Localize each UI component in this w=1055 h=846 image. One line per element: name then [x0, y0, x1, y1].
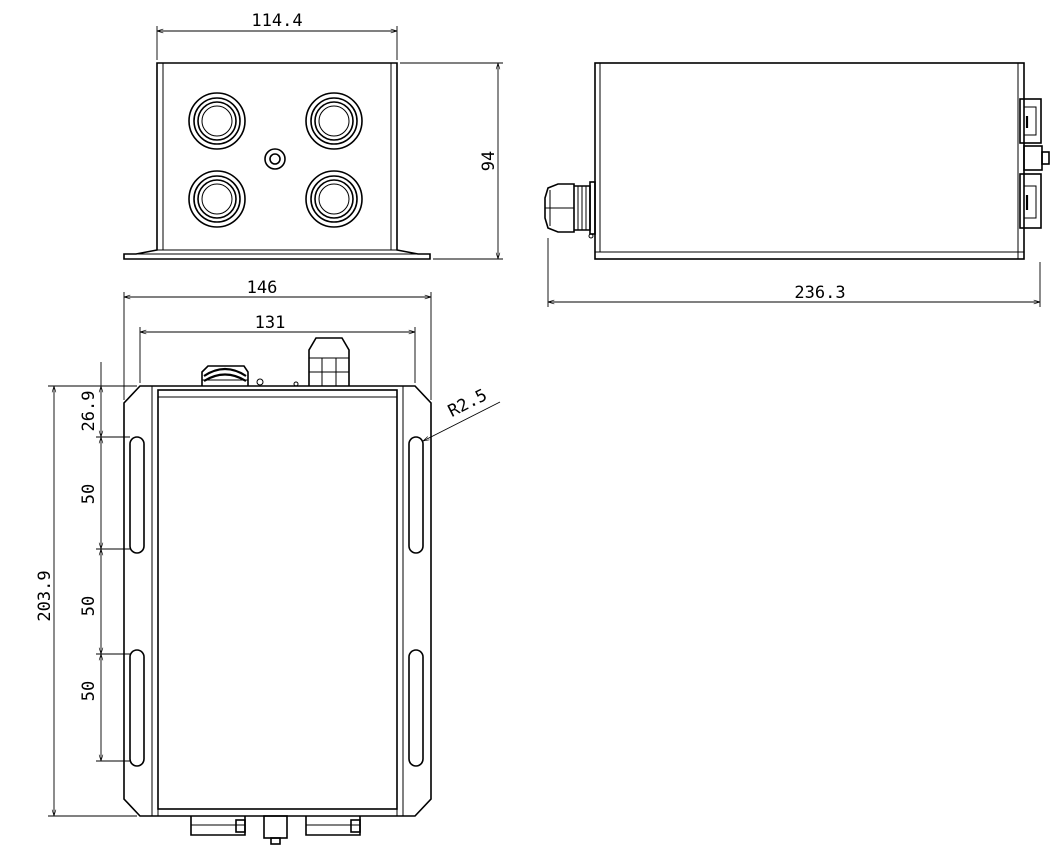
top-connector-plug: [201, 365, 264, 386]
side-body-outline: [594, 62, 1025, 260]
front-bracket-outline: [123, 62, 431, 260]
top-length-dimension: 203.9: [35, 570, 55, 621]
connector-bottom-left: [188, 170, 246, 228]
slot-radius-callout: R2.5: [445, 385, 491, 421]
slot-right-lower: [408, 649, 424, 767]
side-view: 236.3: [544, 62, 1050, 307]
side-length-dimension: 236.3: [794, 283, 845, 303]
slot-offset-dimension: 26.9: [79, 391, 99, 432]
slot-pitch-dimension-2: 50: [79, 596, 99, 616]
top-housing-outline: [157, 389, 398, 810]
top-cable-gland: [293, 337, 350, 387]
slot-left-upper: [129, 436, 145, 554]
side-connector-upper: [1019, 98, 1042, 144]
side-vent-plug: [1023, 145, 1050, 171]
top-view: 146 131 203.9 26.9 50 50 50 R2.5: [35, 278, 501, 845]
top-plate-outline: [123, 385, 432, 817]
slot-pitch-dimension-1: 50: [79, 484, 99, 504]
connector-top-right: [305, 92, 363, 150]
side-cable-gland: [544, 181, 596, 239]
side-connector-lower: [1019, 173, 1042, 229]
bottom-connector-left: [190, 816, 246, 836]
vent-screw: [264, 148, 286, 170]
top-body-width-dimension: 131: [255, 313, 286, 333]
connector-bottom-right: [305, 170, 363, 228]
slot-right-upper: [408, 436, 424, 554]
front-height-dimension: 94: [479, 151, 499, 171]
slot-pitch-dimension-3: 50: [79, 681, 99, 701]
top-overall-width-dimension: 146: [247, 278, 278, 298]
front-width-dimension: 114.4: [251, 11, 302, 31]
connector-top-left: [188, 92, 246, 150]
front-view: 114.4 94: [123, 11, 503, 260]
bottom-connector-right: [305, 816, 361, 836]
slot-left-lower: [129, 649, 145, 767]
bottom-vent-plug: [263, 815, 288, 845]
